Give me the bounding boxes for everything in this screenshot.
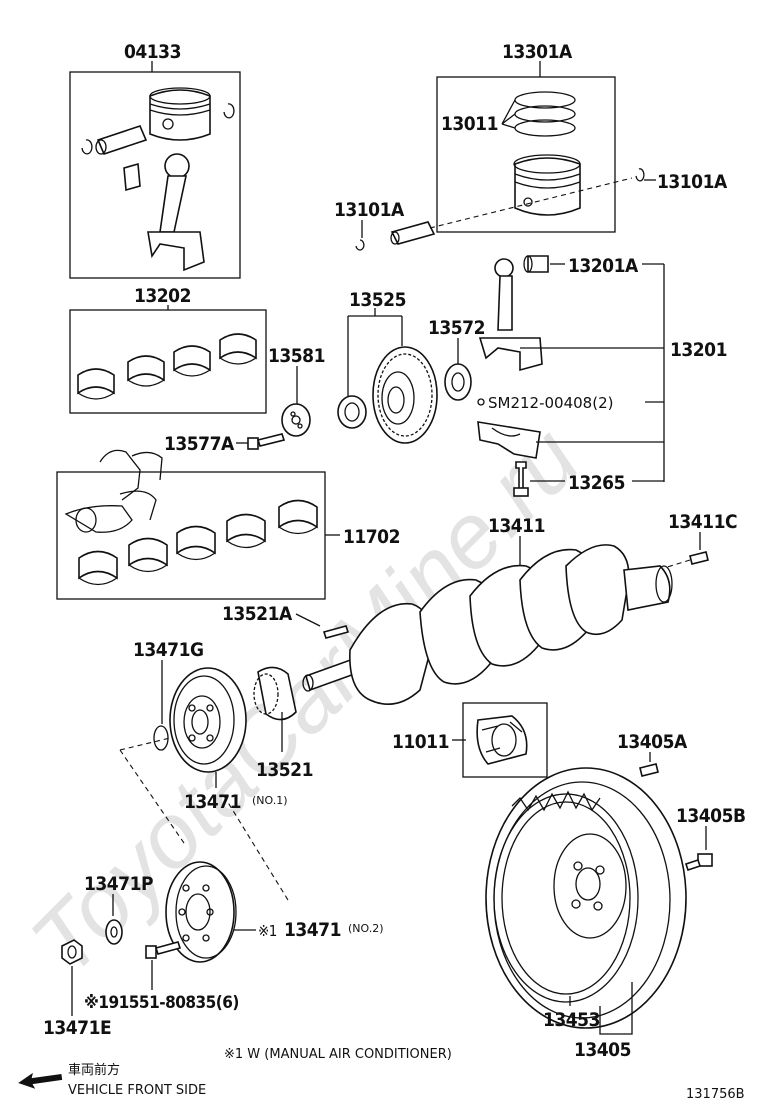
label-13411[interactable]: 13411 bbox=[488, 515, 545, 537]
connecting-rod-icon bbox=[123, 153, 205, 272]
flywheel-icon bbox=[485, 767, 687, 1029]
direction-jp: 車両前方 bbox=[68, 1062, 120, 1078]
connecting-rod-icon bbox=[478, 258, 543, 372]
label-13521A[interactable]: 13521A bbox=[222, 603, 293, 625]
label-13405[interactable]: 13405 bbox=[574, 1039, 631, 1061]
front-arrow-icon bbox=[18, 1072, 63, 1089]
piston-pin-icon bbox=[95, 125, 148, 155]
box-13301A bbox=[436, 76, 616, 233]
direction-en: VEHICLE FRONT SIDE bbox=[68, 1083, 206, 1098]
box-04133 bbox=[69, 71, 241, 279]
piston-icon bbox=[149, 87, 211, 141]
label-13411C[interactable]: 13411C bbox=[668, 511, 738, 533]
bearing-shells-icon bbox=[77, 333, 257, 400]
crankshaft-sketch-icon bbox=[64, 449, 163, 533]
plate-icon bbox=[281, 403, 311, 437]
piston-rings-icon bbox=[514, 91, 576, 137]
thrust-washer-icon bbox=[444, 363, 472, 401]
seal-icon bbox=[476, 715, 528, 765]
snap-ring-icon bbox=[223, 103, 235, 119]
label-11011[interactable]: 11011 bbox=[392, 731, 449, 753]
label-04133[interactable]: 04133 bbox=[124, 41, 181, 63]
rod-bolt-icon bbox=[513, 461, 529, 497]
label-13101A-left[interactable]: 13101A bbox=[334, 199, 405, 221]
label-13265[interactable]: 13265 bbox=[568, 472, 625, 494]
pulley-no2-icon bbox=[165, 861, 237, 963]
gear-icon bbox=[372, 346, 438, 444]
nut-icon bbox=[61, 939, 83, 965]
spacer-icon bbox=[337, 395, 367, 429]
label-13471E[interactable]: 13471E bbox=[43, 1017, 112, 1039]
bolt-icon bbox=[684, 853, 713, 872]
washer-icon bbox=[105, 919, 123, 945]
label-13301A[interactable]: 13301A bbox=[502, 41, 573, 63]
label-13471G[interactable]: 13471G bbox=[133, 639, 204, 661]
label-13471-no2-prefix[interactable]: ※1 bbox=[258, 922, 277, 940]
crank-gear-icon bbox=[253, 666, 297, 721]
label-13521[interactable]: 13521 bbox=[256, 759, 313, 781]
label-13201[interactable]: 13201 bbox=[670, 339, 727, 361]
key-icon bbox=[322, 625, 350, 639]
label-13471-no2[interactable]: 13471 bbox=[284, 919, 341, 941]
label-13525[interactable]: 13525 bbox=[349, 289, 406, 311]
snap-ring-icon bbox=[81, 139, 93, 155]
box-13202 bbox=[69, 309, 267, 414]
label-13471P[interactable]: 13471P bbox=[84, 873, 154, 895]
label-13581[interactable]: 13581 bbox=[268, 345, 325, 367]
label-no2: (NO.2) bbox=[348, 922, 384, 935]
dowel-pin-icon bbox=[639, 763, 659, 777]
dowel-pin-icon bbox=[689, 551, 709, 565]
label-11702[interactable]: 11702 bbox=[343, 526, 400, 548]
label-13201A[interactable]: 13201A bbox=[568, 255, 639, 277]
piston-pin-icon bbox=[390, 221, 436, 245]
label-91551[interactable]: ※191551-80835(6) bbox=[84, 993, 239, 1013]
small-end-bush-icon bbox=[523, 255, 549, 273]
crank-pulley-icon bbox=[169, 667, 247, 773]
bolt-icon bbox=[247, 433, 286, 450]
label-13405A[interactable]: 13405A bbox=[617, 731, 688, 753]
dowel-icon bbox=[477, 398, 485, 406]
label-13202[interactable]: 13202 bbox=[134, 285, 191, 307]
illustration-id: 131756B bbox=[686, 1087, 745, 1102]
piston-icon bbox=[513, 154, 581, 216]
bearing-shells-icon bbox=[78, 499, 318, 586]
snap-ring-icon bbox=[635, 168, 645, 182]
rod-cap-icon bbox=[477, 421, 541, 459]
label-13101A-right[interactable]: 13101A bbox=[657, 171, 728, 193]
ring-gear-icon bbox=[493, 790, 639, 1003]
label-13011[interactable]: 13011 bbox=[441, 113, 498, 135]
label-13572[interactable]: 13572 bbox=[428, 317, 485, 339]
label-13471-no1[interactable]: 13471 bbox=[184, 791, 241, 813]
bolt-icon bbox=[145, 941, 182, 959]
label-13453[interactable]: 13453 bbox=[543, 1009, 600, 1031]
snap-ring-icon bbox=[355, 239, 365, 251]
footnote: ※1 W (MANUAL AIR CONDITIONER) bbox=[224, 1047, 452, 1062]
label-13405B[interactable]: 13405B bbox=[676, 805, 746, 827]
label-no1: (NO.1) bbox=[252, 794, 288, 807]
o-ring-icon bbox=[153, 725, 169, 751]
crankshaft-icon bbox=[302, 544, 673, 706]
label-13577A[interactable]: 13577A bbox=[164, 433, 235, 455]
label-SM212[interactable]: SM212-00408(2) bbox=[488, 394, 613, 412]
